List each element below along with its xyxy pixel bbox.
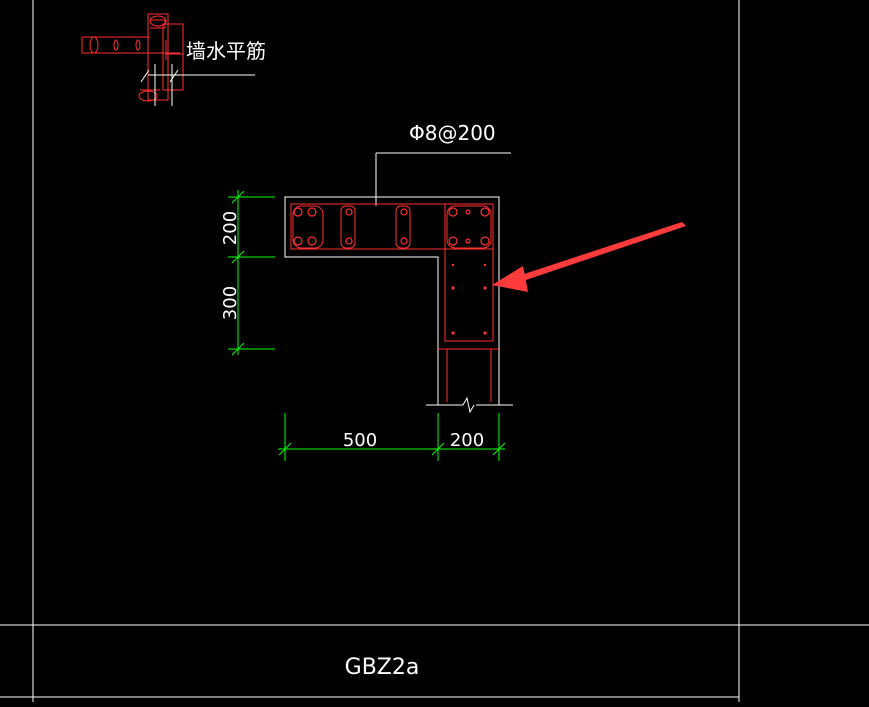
drawing-title: GBZ2a (345, 655, 420, 680)
horizontal-dimension (278, 413, 506, 461)
vertical-dimension (228, 190, 275, 356)
annotation-arrow (492, 222, 686, 292)
column-outline (284, 196, 513, 414)
legend-label: 墙水平筋 (186, 39, 266, 63)
rebar-small-bars (451, 263, 487, 335)
wall-continuation (438, 348, 499, 402)
dim-horizontal-right: 200 (450, 430, 484, 451)
rebar-cage (290, 203, 494, 342)
dim-vertical-top: 200 (220, 211, 241, 245)
stirrup-spec-label: Φ8@200 (409, 121, 496, 145)
rebar-bars (293, 207, 490, 246)
dim-vertical-bottom: 300 (220, 286, 241, 320)
wall-rebar-legend: 墙水平筋 (81, 13, 266, 106)
stirrup-spec-leader (375, 152, 511, 206)
dim-horizontal-left: 500 (343, 430, 377, 451)
